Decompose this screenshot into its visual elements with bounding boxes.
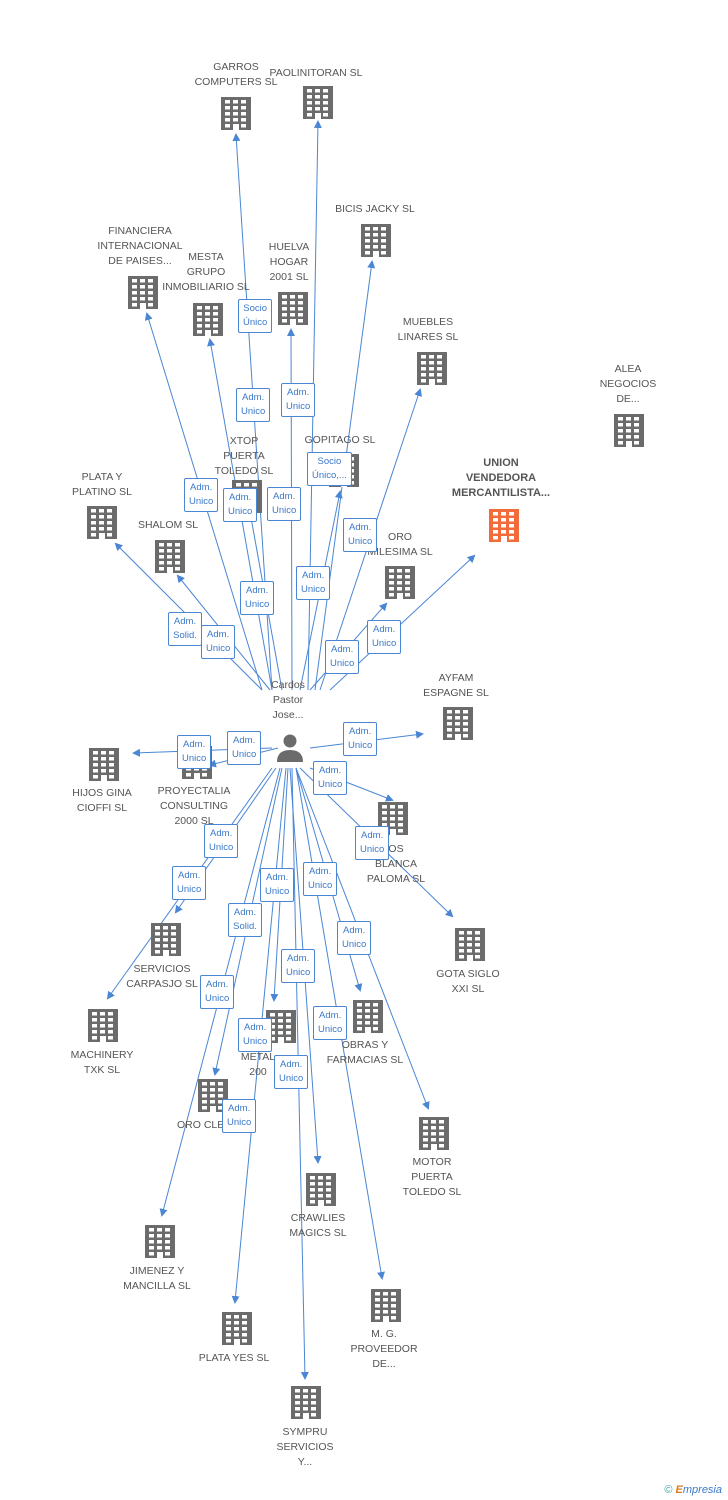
edge-role-label[interactable]: Adm. Unico — [222, 1099, 257, 1133]
building-icon[interactable] — [306, 1173, 336, 1206]
building-icon[interactable] — [278, 292, 308, 325]
brand-name: mpresia — [682, 1484, 722, 1496]
edge-role-label[interactable]: Socio Único — [238, 299, 273, 333]
edge-role-label[interactable]: Adm. Unico — [240, 581, 275, 615]
company-label-gota[interactable]: GOTA SIGLO XXI SL — [436, 968, 500, 995]
edge-role-label[interactable]: Adm. Unico — [200, 975, 235, 1009]
company-label-shalom[interactable]: SHALOM SL — [137, 519, 199, 531]
edge-role-label[interactable]: Adm. Unico — [236, 388, 271, 422]
building-icon[interactable] — [303, 86, 333, 119]
edge-role-label[interactable]: Adm. Unico — [238, 1018, 273, 1052]
company-label-motor[interactable]: MOTOR PUERTA TOLEDO SL — [402, 1156, 462, 1198]
edge-role-label[interactable]: Adm. Unico — [343, 722, 378, 756]
edge-role-label[interactable]: Adm. Solid. — [228, 903, 262, 937]
brand-initial: E — [675, 1484, 683, 1496]
person-icon[interactable] — [277, 734, 303, 763]
company-label-ayfam[interactable]: AYFAM ESPAGNE SL — [423, 672, 489, 699]
building-icon[interactable] — [145, 1225, 175, 1258]
company-label-servicios[interactable]: SERVICIOS CARPASJO SL — [126, 963, 198, 990]
company-label-xtop[interactable]: XTOP PUERTA TOLEDO SL — [214, 435, 274, 477]
company-label-sympru[interactable]: SYMPRU SERVICIOS Y... — [276, 1426, 334, 1468]
edge-role-label[interactable]: Adm. Unico — [204, 824, 239, 858]
edge-role-label[interactable]: Adm. Unico — [281, 383, 316, 417]
company-label-obras[interactable]: OBRAS Y FARMACIAS SL — [326, 1039, 404, 1066]
company-label-proyectalia[interactable]: PROYECTALIA CONSULTING 2000 SL — [157, 785, 231, 827]
edge-role-label[interactable]: Adm. Unico — [337, 921, 372, 955]
edge-role-label[interactable]: Adm. Unico — [325, 640, 360, 674]
edge-role-label[interactable]: Adm. Unico — [355, 826, 390, 860]
building-icon[interactable] — [291, 1386, 321, 1419]
company-label-muebles[interactable]: MUEBLES LINARES SL — [397, 316, 459, 343]
building-icon[interactable] — [221, 97, 251, 130]
company-label-financiera[interactable]: FINANCIERA INTERNACIONAL DE PAISES... — [97, 225, 183, 267]
building-icon[interactable] — [455, 928, 485, 961]
building-icon[interactable] — [417, 352, 447, 385]
building-icon[interactable] — [419, 1117, 449, 1150]
edge-role-label[interactable]: Adm. Unico — [201, 625, 236, 659]
building-icon[interactable] — [385, 566, 415, 599]
building-icon[interactable] — [155, 540, 185, 573]
building-icon[interactable] — [614, 414, 644, 447]
center-person-label[interactable]: Cardos Pastor Jose... — [271, 679, 305, 721]
edge-role-label[interactable]: Adm. Unico — [260, 868, 295, 902]
building-icon[interactable] — [88, 1009, 118, 1042]
company-label-gopitago[interactable]: GOPITAGO SL — [304, 434, 376, 446]
edge-role-label[interactable]: Adm. Unico — [367, 620, 402, 654]
company-label-huelva[interactable]: HUELVA HOGAR 2001 SL — [268, 241, 310, 283]
copyright-icon: © — [664, 1484, 673, 1496]
company-label-union[interactable]: UNION VENDEDORA MERCANTILISTA... — [451, 457, 551, 499]
company-label-metal[interactable]: METAL 200 — [240, 1051, 276, 1078]
building-icon[interactable] — [443, 707, 473, 740]
building-icon[interactable] — [89, 748, 119, 781]
company-label-machinery[interactable]: MACHINERY TXK SL — [70, 1049, 134, 1076]
edge-role-label[interactable]: Adm. Unico — [281, 949, 316, 983]
edge-role-label[interactable]: Adm. Unico — [296, 566, 331, 600]
building-icon[interactable] — [353, 1000, 383, 1033]
building-icon[interactable] — [128, 276, 158, 309]
edge-role-label[interactable]: Adm. Unico — [313, 761, 348, 795]
company-label-plata_platino[interactable]: PLATA Y PLATINO SL — [72, 471, 132, 498]
company-label-garros[interactable]: GARROS COMPUTERS SL — [194, 61, 278, 88]
company-label-crawlies[interactable]: CRAWLIES MAGICS SL — [289, 1212, 347, 1239]
company-label-plata_yes[interactable]: PLATA YES SL — [198, 1352, 270, 1364]
edge-role-label[interactable]: Adm. Unico — [172, 866, 207, 900]
edge-role-label[interactable]: Adm. Solid. — [168, 612, 202, 646]
building-icon[interactable] — [222, 1312, 252, 1345]
edge-role-label[interactable]: Adm. Unico — [223, 488, 258, 522]
edge-role-label[interactable]: Adm. Unico — [303, 862, 338, 896]
edge-role-label[interactable]: Adm. Unico — [343, 518, 378, 552]
edge-role-label[interactable]: Socio Único,... — [307, 452, 352, 486]
edge-role-label[interactable]: Adm. Unico — [313, 1006, 348, 1040]
building-icon[interactable] — [151, 923, 181, 956]
edge-role-label[interactable]: Adm. Unico — [227, 731, 262, 765]
edge-role-label[interactable]: Adm. Unico — [177, 735, 212, 769]
building-icon[interactable] — [371, 1289, 401, 1322]
edge-role-label[interactable]: Adm. Unico — [184, 478, 219, 512]
building-icon[interactable] — [361, 224, 391, 257]
company-label-blanca[interactable]: OS BLANCA PALOMA SL — [366, 843, 426, 885]
company-label-paolinitoran[interactable]: PAOLINITORAN SL — [269, 67, 363, 79]
company-label-bicis[interactable]: BICIS JACKY SL — [335, 203, 415, 215]
company-label-mg[interactable]: M. G. PROVEEDOR DE... — [350, 1328, 418, 1370]
company-label-mesta[interactable]: MESTA GRUPO INMOBILIARIO SL — [162, 251, 250, 293]
building-icon[interactable] — [489, 509, 519, 542]
building-icon[interactable] — [87, 506, 117, 539]
edge-role-label[interactable]: Adm. Unico — [267, 487, 302, 521]
company-label-jimenez[interactable]: JIMENEZ Y MANCILLA SL — [123, 1265, 191, 1292]
building-icon[interactable] — [193, 303, 223, 336]
company-label-hijos[interactable]: HIJOS GINA CIOFFI SL — [72, 787, 132, 814]
company-label-alea[interactable]: ALEA NEGOCIOS DE... — [599, 363, 657, 405]
company-label-oro_milesima[interactable]: ORO MILESIMA SL — [367, 531, 433, 558]
footer-brand: ©Empresia — [664, 1484, 722, 1496]
edge-role-label[interactable]: Adm. Unico — [274, 1055, 309, 1089]
